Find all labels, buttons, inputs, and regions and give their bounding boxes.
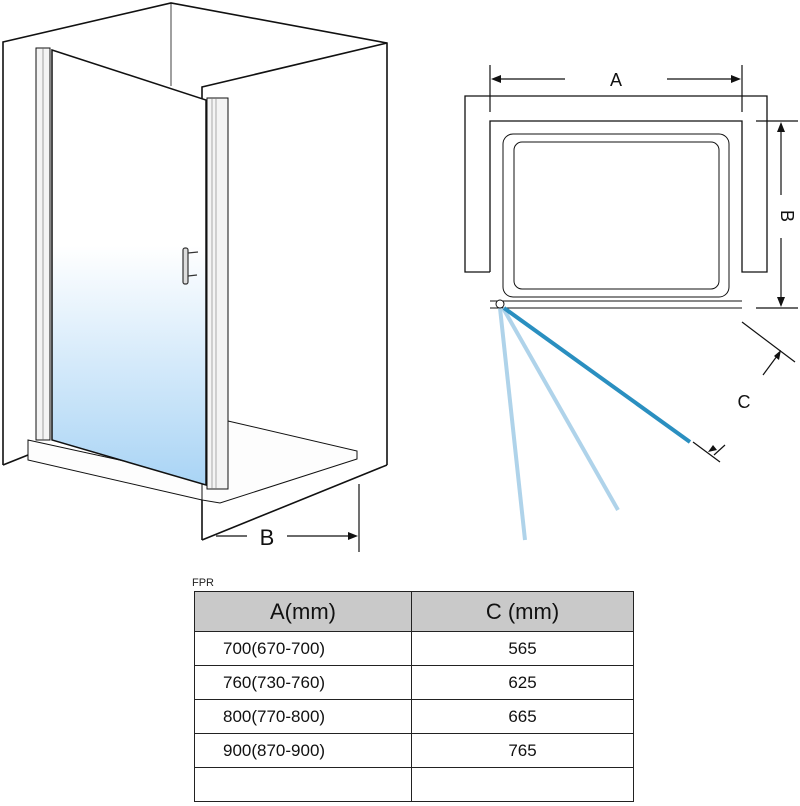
size-table: A(mm) C (mm) 700(670-700) 565 760(730-76… — [194, 591, 634, 802]
cell-c: 765 — [411, 733, 634, 768]
table-row-empty — [194, 767, 634, 802]
cell-c — [411, 767, 634, 802]
dimension-b-plan — [756, 120, 798, 309]
door-handle-icon — [182, 247, 199, 285]
dimension-a — [489, 65, 743, 112]
door-frame — [35, 47, 229, 490]
hinge-icon — [495, 299, 505, 309]
plan-tray — [490, 133, 742, 309]
table-row: 800(770-800) 665 — [194, 699, 634, 734]
cell-a — [194, 767, 412, 802]
table-row: 700(670-700) 565 — [194, 631, 634, 666]
cell-a: 800(770-800) — [194, 699, 412, 734]
cell-c: 565 — [411, 631, 634, 666]
cell-a: 760(730-760) — [194, 665, 412, 700]
table-row: 760(730-760) 625 — [194, 665, 634, 700]
table-header-row: A(mm) C (mm) — [194, 591, 634, 632]
header-c: C (mm) — [411, 591, 634, 632]
table-row: 900(870-900) 765 — [194, 733, 634, 768]
header-a: A(mm) — [194, 591, 412, 632]
shower-perspective-diagram: B — [2, 2, 388, 552]
open-door-panel — [502, 306, 692, 444]
glass-door-panel — [51, 48, 207, 487]
shower-plan-diagram: A B C — [464, 65, 798, 541]
dimension-label-b: B — [260, 525, 275, 550]
cell-c: 625 — [411, 665, 634, 700]
cell-a: 700(670-700) — [194, 631, 412, 666]
cell-c: 665 — [411, 699, 634, 734]
table-caption: FPR — [192, 577, 214, 589]
dimension-b — [216, 484, 360, 552]
dimension-label-b-plan: B — [777, 210, 797, 222]
plan-walls — [464, 95, 768, 273]
dimension-label-a: A — [610, 70, 622, 90]
dimension-label-c: C — [738, 392, 751, 412]
dimension-c — [692, 321, 796, 463]
ghost-door-positions — [498, 307, 620, 541]
cell-a: 900(870-900) — [194, 733, 412, 768]
